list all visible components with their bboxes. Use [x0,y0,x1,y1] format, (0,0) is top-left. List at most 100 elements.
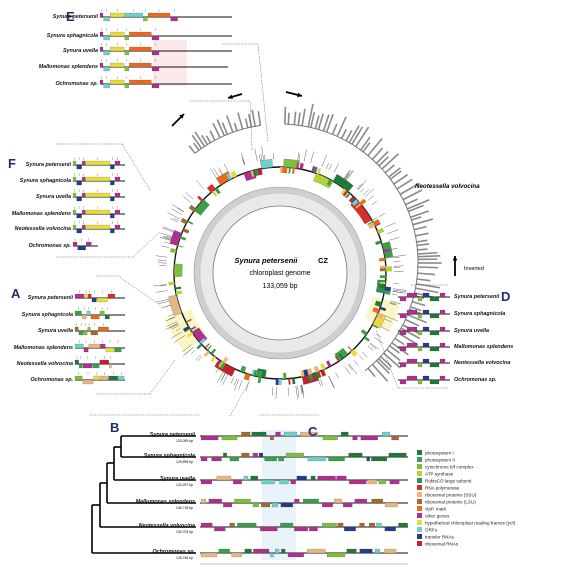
gene-tick [383,290,391,295]
panel-c-row-gene [369,522,376,528]
outer-gene-tick [314,115,320,129]
panel-e-row-gene [151,35,160,41]
gene-label-tick [393,283,400,285]
panel-c-row-gene [200,522,213,528]
gene-block [194,199,210,216]
gene-tick [186,331,194,338]
gene-tick [288,167,291,174]
panel-c-row-gene [241,452,250,458]
gene-label-tick [166,321,178,327]
gene-tick [211,190,218,197]
panel-c-row-gene [337,522,344,528]
gene-label-tick [392,254,407,258]
panel-c-row-gene [280,522,294,528]
panel-a-row-gene [74,310,82,316]
gene-tick [326,179,334,187]
panel-c-row-gene [366,456,370,462]
legend-label: ribosomal proteins (SSU) [425,493,477,498]
panel-f-row-gene [110,164,115,170]
panel-c-row-gene [354,498,367,504]
genome-subtitle: chloroplast genome [249,270,310,277]
panel-d-row-gene [417,313,423,319]
panel-a-row-gene [82,314,87,320]
panel-d-row-gene [439,292,446,298]
panel-a-row-gene [88,293,92,299]
gene-tick [288,378,291,385]
gene-tick [367,221,373,225]
panel-f-row-gene [86,241,92,247]
panel-d-row-gene [422,326,430,332]
outer-gene-tick [257,111,262,126]
gene-tick [375,240,382,245]
panel-a-species: Synura petersenii [28,295,74,301]
gene-tick [338,353,344,360]
panel-a-row-gene [118,375,125,381]
gene-label-tick [197,356,203,362]
outer-gene-tick [371,363,389,382]
panel-c-row-gene [336,475,347,481]
panel-c-row-gene [376,522,382,528]
outer-gene-tick [410,306,422,312]
outer-gene-tick [410,210,429,218]
panel-c-row-gene [328,456,345,462]
gene-label-tick [223,163,229,172]
outer-gene-tick [411,300,426,307]
legend-label: ribosomal RNAs [425,542,459,547]
connector-line [121,143,151,191]
gene-tick [282,372,284,379]
panel-e-row-gene [99,12,104,18]
gene-label-tick [360,188,365,193]
panel-a-row-gene [96,297,108,303]
gene-label-tick [182,347,194,357]
gene-label-tick [173,217,179,221]
panel-a-row-gene [82,363,92,369]
panel-e-row-gene [170,16,178,22]
gene-tick [215,359,221,366]
panel-d-row-gene [422,358,430,364]
gene-label-tick [335,372,339,378]
panel-f-row-gene [85,160,110,166]
panel-d-row-gene [399,330,407,336]
panel-a-row-gene [78,330,84,336]
legend: photosystem I photosystem II cytochrome … [417,450,516,547]
arrow-icon-head [297,92,302,98]
outer-gene-tick [360,136,371,151]
tree-taxon-name: Synura uvella [160,476,195,482]
arrow-icon-head [228,94,233,100]
outer-gene-tick [367,367,376,378]
panel-c-row-gene [261,502,271,508]
gene-tick [230,170,237,178]
panel-d-species: Synura sphagnicola [454,311,505,317]
panel-c-row-gene [334,498,342,504]
panel-letter-d: D [501,289,510,304]
gene-label-tick [157,259,167,262]
connector-line [249,100,253,151]
gene-tick [175,290,183,295]
outer-gene-tick [371,147,384,160]
gene-label-tick [177,207,184,213]
outer-gene-tick [322,114,330,132]
panel-d-row-gene [399,313,407,319]
gene-tick [192,328,198,333]
panel-f-row-gene [85,176,110,182]
gene-tick [340,188,347,195]
gene-tick [190,325,196,331]
gene-label-tick [300,385,303,395]
outer-gene-tick [345,129,353,142]
gene-tick [348,196,355,203]
tree-taxon-name: Ochromonas sp. [152,549,195,555]
panel-d-row-gene [406,342,418,348]
panel-a-row-gene [74,326,79,332]
outer-gene-tick [192,142,200,151]
gene-label-tick [158,300,170,304]
outer-gene-tick [348,125,360,144]
gene-tick [313,365,320,373]
panel-c-row-gene [260,526,278,532]
gene-label-tick [222,374,229,385]
gene-tick [350,349,358,357]
gene-label-tick [167,212,180,220]
gene-label-tick [190,349,196,355]
gene-tick [187,220,194,225]
panel-letter-a: A [11,286,21,301]
legend-swatch [417,534,422,539]
